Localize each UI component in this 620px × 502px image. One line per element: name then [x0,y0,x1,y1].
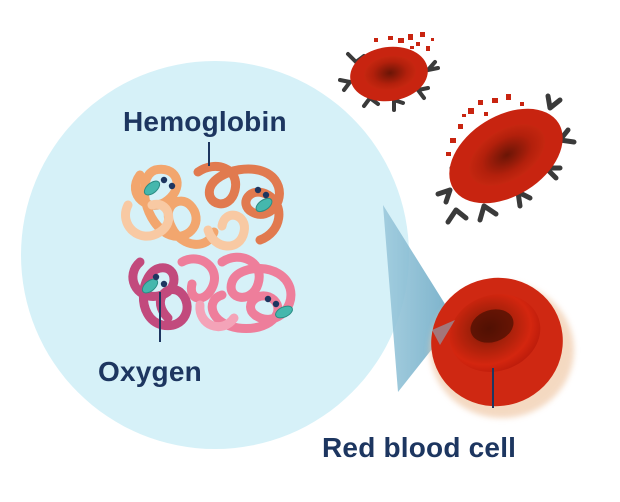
red-blood-cell-label: Red blood cell [322,432,517,463]
antibody-coated-cell-large-icon [435,93,577,225]
oxygen-molecules [152,176,280,308]
oxygen-label: Oxygen [98,356,202,387]
hemoglobin-molecule-icon [121,161,296,333]
magnifier-beam-overlap [432,320,455,345]
magnifier-circle [21,61,409,449]
red-blood-cell-icon [430,277,574,418]
magnifier-beam [383,205,455,392]
hemoglobin-label: Hemoglobin [123,106,287,137]
antibody-coated-cell-small-icon [338,32,440,112]
